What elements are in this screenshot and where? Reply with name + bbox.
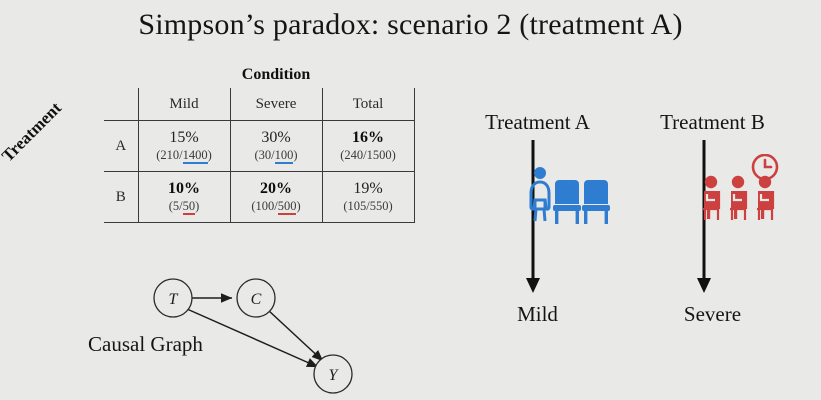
contingency-table-block: Condition Mild Severe Total A 15% (210/1… [104,66,415,223]
node-label-c: C [251,291,262,308]
cell-b-mild: 10% (5/50) [137,171,230,223]
node-label-y: Y [329,367,340,384]
cell-percent: 16% [352,128,384,146]
node-label-t: T [169,291,179,308]
person-head [534,167,546,179]
table-row-label-a: A [104,120,138,172]
treatment-a-outcome: Mild [517,302,558,326]
treatment-b-outcome: Severe [683,302,742,326]
node-y-circle [313,354,353,394]
causal-graph: T C Y Causal Graph [80,262,400,400]
cell-fraction: (240/1500) [340,148,396,163]
cell-fraction: (105/550) [343,199,393,214]
edge-c-to-y [267,309,324,362]
clock-icon [751,154,779,181]
table-col-header-total: Total [321,88,415,121]
treatment-a-panel: Treatment A [455,110,620,340]
node-c-circle [236,278,276,318]
cell-numerator: 100 [255,199,275,214]
cell-a-total: 16% (240/1500) [321,120,415,172]
cell-denominator-highlight: 100 [274,148,294,165]
cell-a-mild: 15% (210/1400) [137,120,230,172]
table-header-row: Mild Severe Total [104,88,415,121]
cell-numerator: 30 [258,148,272,163]
cell-denominator-highlight: 500 [277,199,297,216]
cell-b-severe: 20% (100/500) [229,171,322,223]
cell-fraction: (100/500) [251,199,301,216]
seated-person [703,175,721,220]
empty-chair [582,180,610,224]
causal-graph-caption: Causal Graph [88,332,203,356]
table-row: A 15% (210/1400) 30% (30/100) 16% (240/1… [104,120,415,172]
treatment-b-panel: Treatment B [625,110,800,340]
waiting-room-empty-chairs-icon [529,167,610,224]
treatment-b-heading: Treatment B [660,110,765,134]
table-row-group-header: Treatment [0,98,66,166]
table-column-group-header: Condition [241,66,311,83]
table-col-header-mild: Mild [137,88,230,121]
cell-percent: 20% [260,179,292,197]
cell-percent: 15% [169,128,199,146]
seated-person [757,175,775,220]
page-title: Simpson’s paradox: scenario 2 (treatment… [138,8,683,41]
cell-b-total: 19% (105/550) [321,171,415,223]
cell-denominator-highlight: 1400 [182,148,208,165]
node-t-circle [153,278,193,318]
cell-numerator: 210 [160,148,180,163]
cell-percent: 19% [353,179,383,197]
table-row: B 10% (5/50) 20% (100/500) 19% (105/550) [104,171,415,223]
seated-person [730,175,748,220]
cell-fraction: (210/1400) [156,148,212,165]
table-row-label-b: B [104,171,138,223]
edge-t-to-y [186,308,319,368]
cell-percent: 10% [168,179,200,197]
cell-fraction: (30/100) [254,148,298,165]
treatment-a-heading: Treatment A [485,110,590,134]
empty-chair [553,180,581,224]
simpsons-paradox-table: Mild Severe Total A 15% (210/1400) 30% (… [104,88,415,223]
cell-a-severe: 30% (30/100) [229,120,322,172]
table-corner-cell [104,88,138,121]
table-col-header-severe: Severe [229,88,322,121]
cell-denominator-highlight: 50 [182,199,196,216]
crowded-waiting-room-clock-icon [703,154,779,220]
cell-percent: 30% [261,128,291,146]
causal-graph-svg: T C Y [153,278,353,394]
cell-numerator: 5 [172,199,180,214]
cell-fraction: (5/50) [168,199,200,216]
